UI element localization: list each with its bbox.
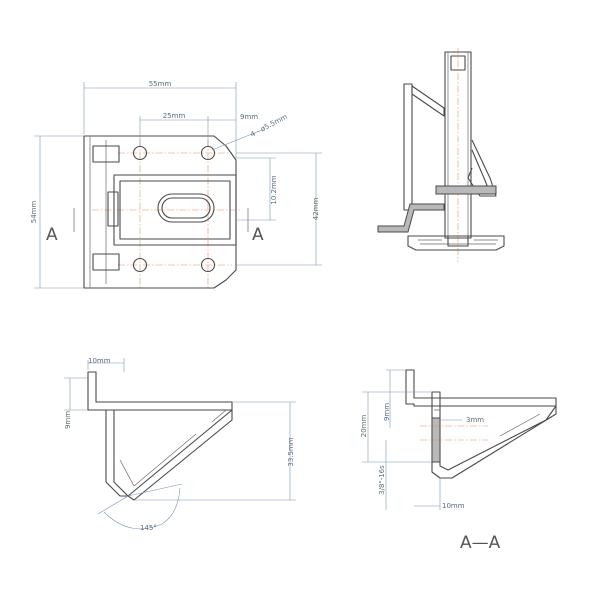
profile-view: 10mm 9mm 33.5mm 145° bbox=[64, 357, 296, 532]
profile-flange bbox=[87, 371, 233, 411]
extension-line bbox=[127, 483, 183, 497]
mounting-hole bbox=[132, 257, 148, 273]
mounting-hole bbox=[132, 145, 148, 161]
dim-width-overall: 55mm bbox=[149, 80, 172, 88]
brace-detail bbox=[119, 409, 227, 487]
bracket-wall bbox=[403, 83, 413, 211]
section-label-right: A bbox=[252, 225, 264, 245]
section-body bbox=[431, 391, 557, 479]
section-upright bbox=[405, 369, 557, 407]
front-view: 55mm 25mm 9mm 4 - ø5.5mm 10.2mm 42mm 54m… bbox=[30, 80, 322, 290]
section-title: A—A bbox=[460, 533, 501, 553]
side-view bbox=[377, 48, 505, 262]
tab-top bbox=[92, 145, 120, 163]
foot-detail bbox=[418, 239, 498, 245]
stud-socket bbox=[450, 55, 466, 71]
profile-brace bbox=[127, 409, 233, 501]
dim-edge-offset: 9mm bbox=[240, 113, 258, 121]
bracket-flange bbox=[411, 85, 445, 117]
dim-hole-spacing: 25mm bbox=[163, 112, 186, 120]
foot-nut bbox=[447, 235, 469, 247]
section-label-left: A bbox=[46, 225, 58, 245]
dim-aa-offset: 3mm bbox=[466, 416, 484, 424]
dim-thread: 3/8"-16s bbox=[378, 465, 386, 495]
dim-inner-height: 42mm bbox=[312, 198, 320, 221]
dim-depth: 33.5mm bbox=[287, 437, 295, 466]
angle-arc bbox=[103, 487, 181, 530]
profile-wall bbox=[105, 409, 129, 497]
threaded-stud bbox=[444, 51, 472, 239]
dim-flange-width: 10mm bbox=[88, 357, 111, 365]
tab-side bbox=[107, 191, 119, 227]
leader-line bbox=[211, 129, 263, 151]
leveling-foot bbox=[407, 235, 505, 251]
bracket-plate bbox=[83, 135, 237, 289]
tab-bottom bbox=[92, 253, 120, 271]
mounting-slot-inner bbox=[161, 197, 211, 219]
dim-aa-flange: 9mm bbox=[383, 403, 391, 421]
mounting-hole bbox=[200, 257, 216, 273]
dim-flange-height: 9mm bbox=[64, 411, 72, 429]
mounting-hole bbox=[200, 145, 216, 161]
extension-line bbox=[97, 495, 129, 515]
dim-aa-height: 20mm bbox=[360, 415, 368, 438]
dim-angle: 145° bbox=[140, 524, 157, 532]
dim-slot-width: 10.2mm bbox=[270, 175, 278, 204]
bracket-arm bbox=[467, 139, 497, 197]
slot-frame bbox=[113, 174, 237, 246]
section-detail bbox=[434, 409, 541, 463]
mounting-slot bbox=[157, 193, 215, 223]
dim-height-overall: 54mm bbox=[30, 201, 38, 224]
base-section bbox=[377, 203, 445, 233]
lock-plate bbox=[435, 185, 497, 195]
dim-aa-bottom: 10mm bbox=[442, 502, 465, 510]
slot-frame-inner bbox=[119, 180, 231, 240]
section-view: 20mm 9mm 3mm 3/8"-16s 10mm A—A bbox=[360, 369, 557, 553]
